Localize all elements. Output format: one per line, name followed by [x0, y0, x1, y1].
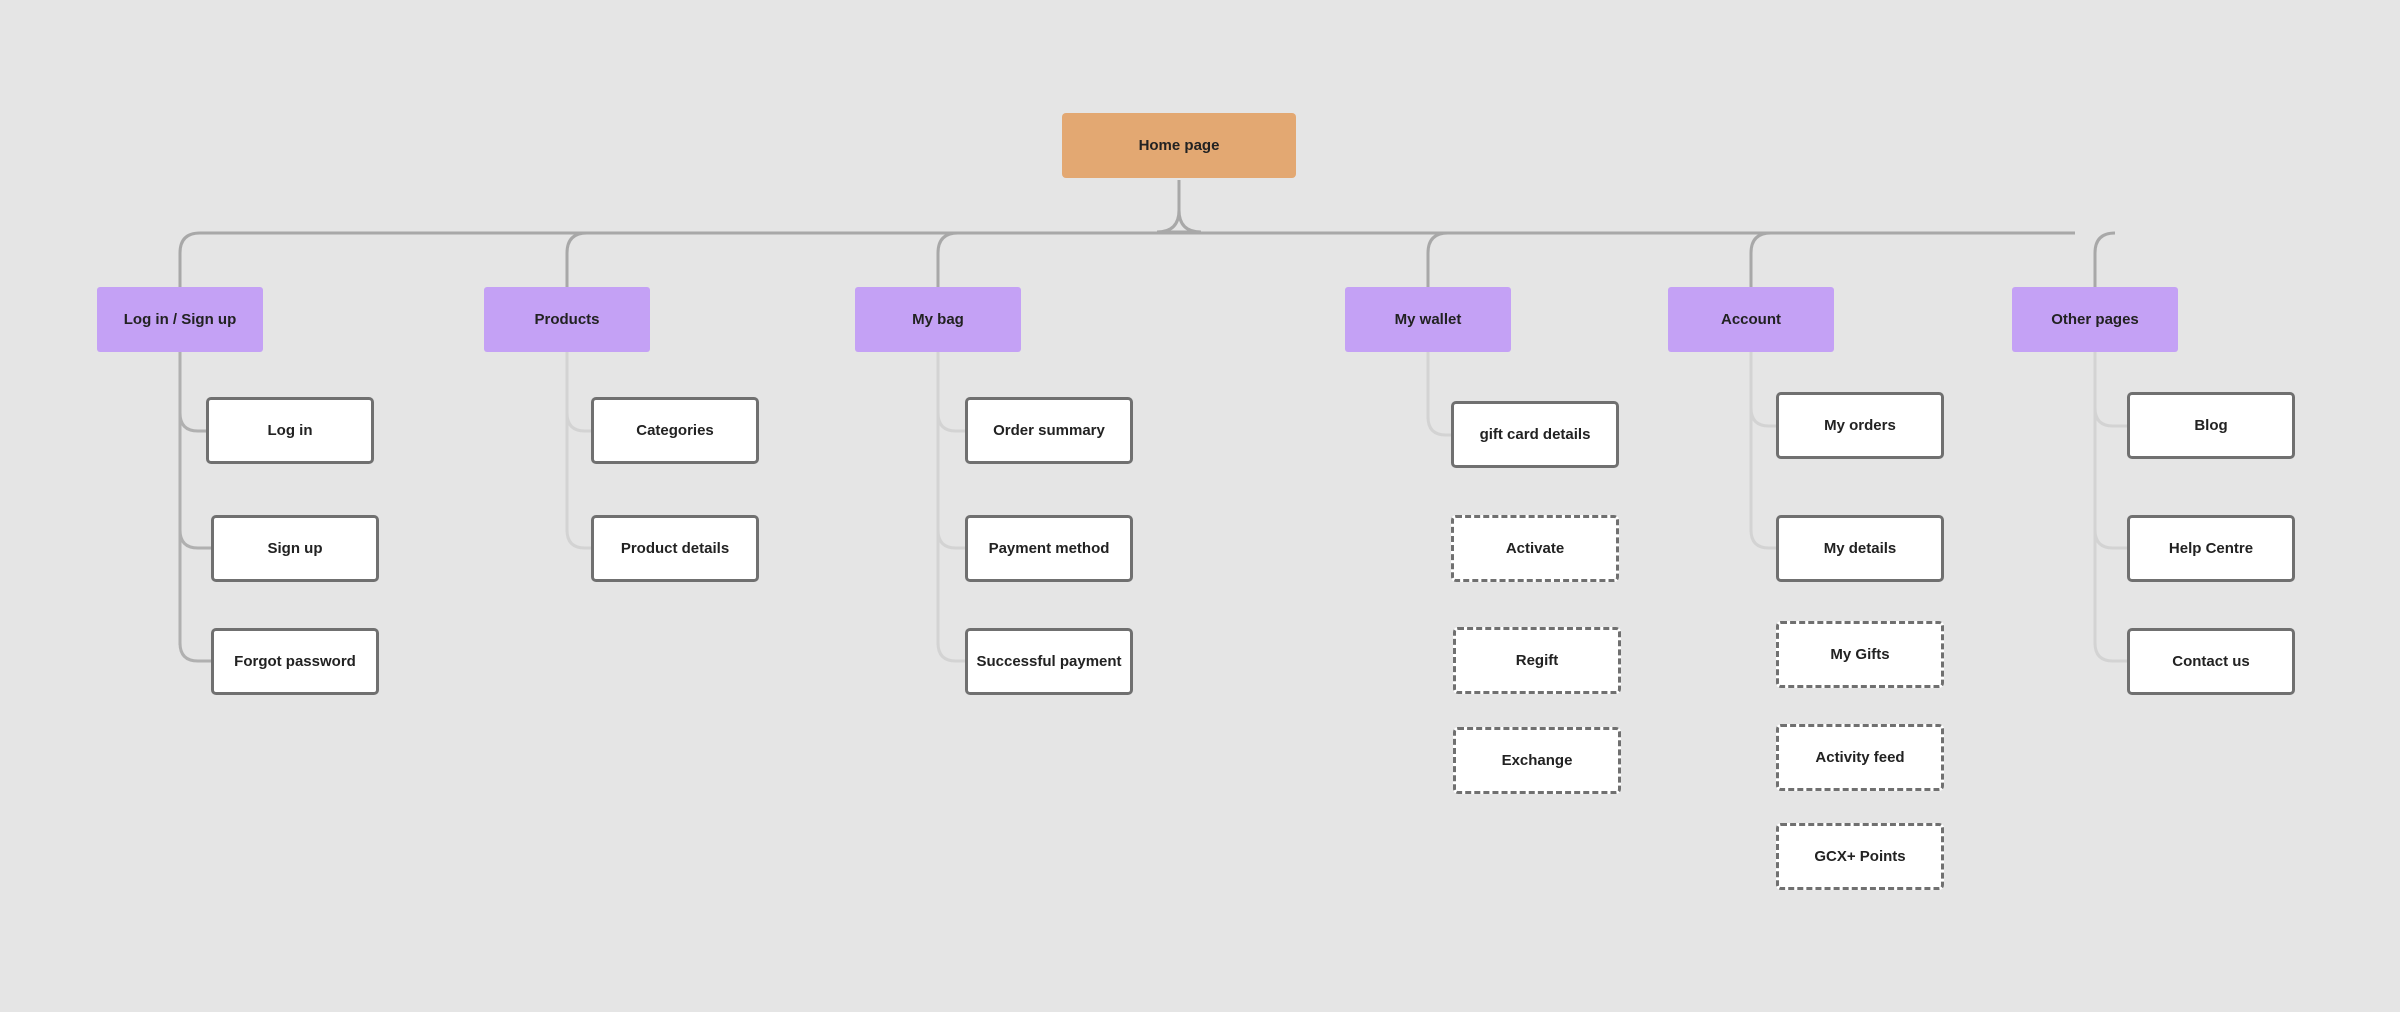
connector-elbow-0-0: [178, 412, 206, 433]
page-my-orders[interactable]: My orders: [1776, 392, 1944, 459]
connector-elbow-5-2: [2093, 642, 2127, 663]
page-help-centre[interactable]: Help Centre: [2127, 515, 2295, 582]
page-successful-payment[interactable]: Successful payment: [965, 628, 1133, 695]
page-my-gifts[interactable]: My Gifts: [1776, 621, 1944, 688]
page-exchange[interactable]: Exchange: [1453, 727, 1621, 794]
page-gcx-points[interactable]: GCX+ Points: [1776, 823, 1944, 890]
page-categories[interactable]: Categories: [591, 397, 759, 464]
connector-elbow-2-0: [936, 412, 965, 433]
connector-elbow-1-0: [565, 412, 591, 433]
page-contact-us[interactable]: Contact us: [2127, 628, 2295, 695]
node-home-page[interactable]: Home page: [1062, 113, 1296, 178]
page-my-details[interactable]: My details: [1776, 515, 1944, 582]
connector-elbow-3-0: [1426, 416, 1451, 437]
section-account[interactable]: Account: [1668, 287, 1834, 352]
connector-to-section-3: [1426, 231, 1449, 287]
section-my-wallet[interactable]: My wallet: [1345, 287, 1511, 352]
connector-elbow-0-2: [178, 642, 211, 663]
connector-to-section-0: [178, 231, 201, 287]
connector-to-section-1: [565, 231, 588, 287]
page-blog[interactable]: Blog: [2127, 392, 2295, 459]
connector-to-section-5: [2093, 231, 2116, 287]
page-forgot-password[interactable]: Forgot password: [211, 628, 379, 695]
page-order-summary[interactable]: Order summary: [965, 397, 1133, 464]
page-activate[interactable]: Activate: [1451, 515, 1619, 582]
connector-elbow-4-1: [1749, 529, 1776, 550]
connector-elbow-5-0: [2093, 407, 2127, 428]
page-payment-method[interactable]: Payment method: [965, 515, 1133, 582]
connector-elbow-2-1: [936, 529, 965, 550]
connector-elbow-4-0: [1749, 407, 1776, 428]
section-login-signup[interactable]: Log in / Sign up: [97, 287, 263, 352]
section-products[interactable]: Products: [484, 287, 650, 352]
page-gift-card-details[interactable]: gift card details: [1451, 401, 1619, 468]
connector-root-trunk: [1156, 180, 1202, 234]
connector-elbow-1-1: [565, 529, 591, 550]
connector-elbow-5-1: [2093, 529, 2127, 550]
page-regift[interactable]: Regift: [1453, 627, 1621, 694]
page-sign-up[interactable]: Sign up: [211, 515, 379, 582]
connector-elbow-2-2: [936, 642, 965, 663]
page-log-in[interactable]: Log in: [206, 397, 374, 464]
section-my-bag[interactable]: My bag: [855, 287, 1021, 352]
page-activity-feed[interactable]: Activity feed: [1776, 724, 1944, 791]
section-other-pages[interactable]: Other pages: [2012, 287, 2178, 352]
connector-to-section-4: [1749, 231, 1772, 287]
connector-to-section-2: [936, 231, 959, 287]
connector-elbow-0-1: [178, 529, 211, 550]
page-product-details[interactable]: Product details: [591, 515, 759, 582]
